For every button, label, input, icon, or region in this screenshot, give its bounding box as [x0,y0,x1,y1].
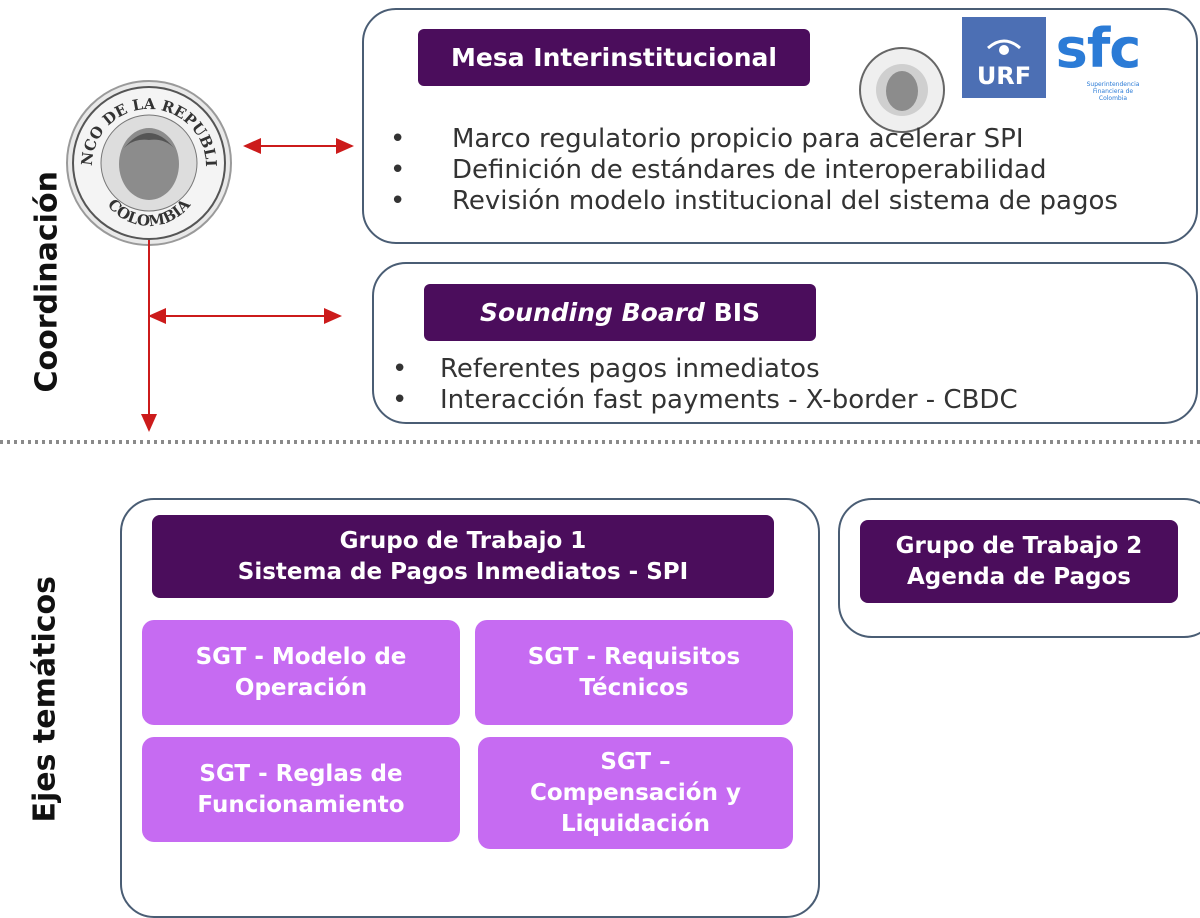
banco-republica-small-seal [858,46,946,134]
subgroup-line: Compensación y [530,779,741,806]
subgroup-line: Liquidación [561,810,710,837]
sounding-bullet-list: • Referentes pagos inmediatos • Interacció… [392,354,1018,416]
sounding-board-title-italic: Sounding Board [479,298,705,327]
subgroup-modelo-operacion: SGT - Modelo de Operación [142,620,460,725]
subgroup-line: Operación [234,674,368,701]
sfc-logo: sfc Superintendencia Financiera de Colom… [1048,17,1148,108]
list-item: • Marco regulatorio propicio para acelera… [390,124,1118,155]
bullet-text: Marco regulatorio propicio para acelerar… [452,124,1024,154]
bullet-icon: • [390,186,406,216]
list-item: • Interacción fast payments - X-border - … [392,385,1018,416]
working-group-1-title-line1: Grupo de Trabajo 1 [339,527,587,554]
bullet-icon: • [390,155,406,185]
list-item: • Definición de estándares de interoperab… [390,155,1118,186]
bullet-text: Interacción fast payments - X-border - C… [440,385,1018,415]
urf-logo: URF [962,17,1046,98]
mesa-interinstitucional-title: Mesa Interinstitucional [418,29,810,86]
bullet-icon: • [390,124,406,154]
bullet-text: Revisión modelo institucional del sistem… [452,186,1118,216]
bullet-icon: • [392,354,408,384]
list-item: • Revisión modelo institucional del siste… [390,186,1118,217]
subgroup-line: SGT – [600,748,671,775]
subgroup-compensacion-liquidacion: SGT – Compensación y Liquidación [478,737,793,849]
sfc-logo-text: sfc [1055,17,1142,80]
subgroup-reglas-funcionamiento: SGT - Reglas de Funcionamiento [142,737,460,842]
urf-eye-icon [987,39,1021,55]
subgroup-line: SGT - Requisitos [527,643,741,670]
urf-logo-text: URF [976,62,1032,90]
banco-republica-seal: BANCO DE LA REPUBLICA COLOMBIA [57,64,234,248]
list-item: • Referentes pagos inmediatos [392,354,1018,385]
working-group-1-title: Grupo de Trabajo 1 Sistema de Pagos Inme… [152,515,774,598]
sounding-board-title-rest: BIS [704,298,761,327]
subgroup-requisitos-tecnicos: SGT - Requisitos Técnicos [475,620,793,725]
subgroup-line: Técnicos [579,674,689,701]
bullet-icon: • [392,385,408,415]
working-group-2-title: Grupo de Trabajo 2 Agenda de Pagos [860,520,1178,603]
subgroup-line: SGT - Modelo de [195,643,407,670]
sounding-board-title: Sounding Board BIS [424,284,816,341]
working-group-2-title-line2: Agenda de Pagos [906,563,1131,590]
subgroup-line: Funcionamiento [197,791,405,818]
working-group-1-title-line2: Sistema de Pagos Inmediatos - SPI [237,558,689,585]
bullet-text: Referentes pagos inmediatos [440,354,820,384]
subgroup-line: SGT - Reglas de [199,760,403,787]
bullet-text: Definición de estándares de interoperabi… [452,155,1047,185]
mesa-bullet-list: • Marco regulatorio propicio para acelera… [390,124,1118,217]
working-group-2-title-line1: Grupo de Trabajo 2 [895,532,1143,559]
sfc-logo-subtext: Superintendencia Financiera de Colombia [1086,81,1140,102]
